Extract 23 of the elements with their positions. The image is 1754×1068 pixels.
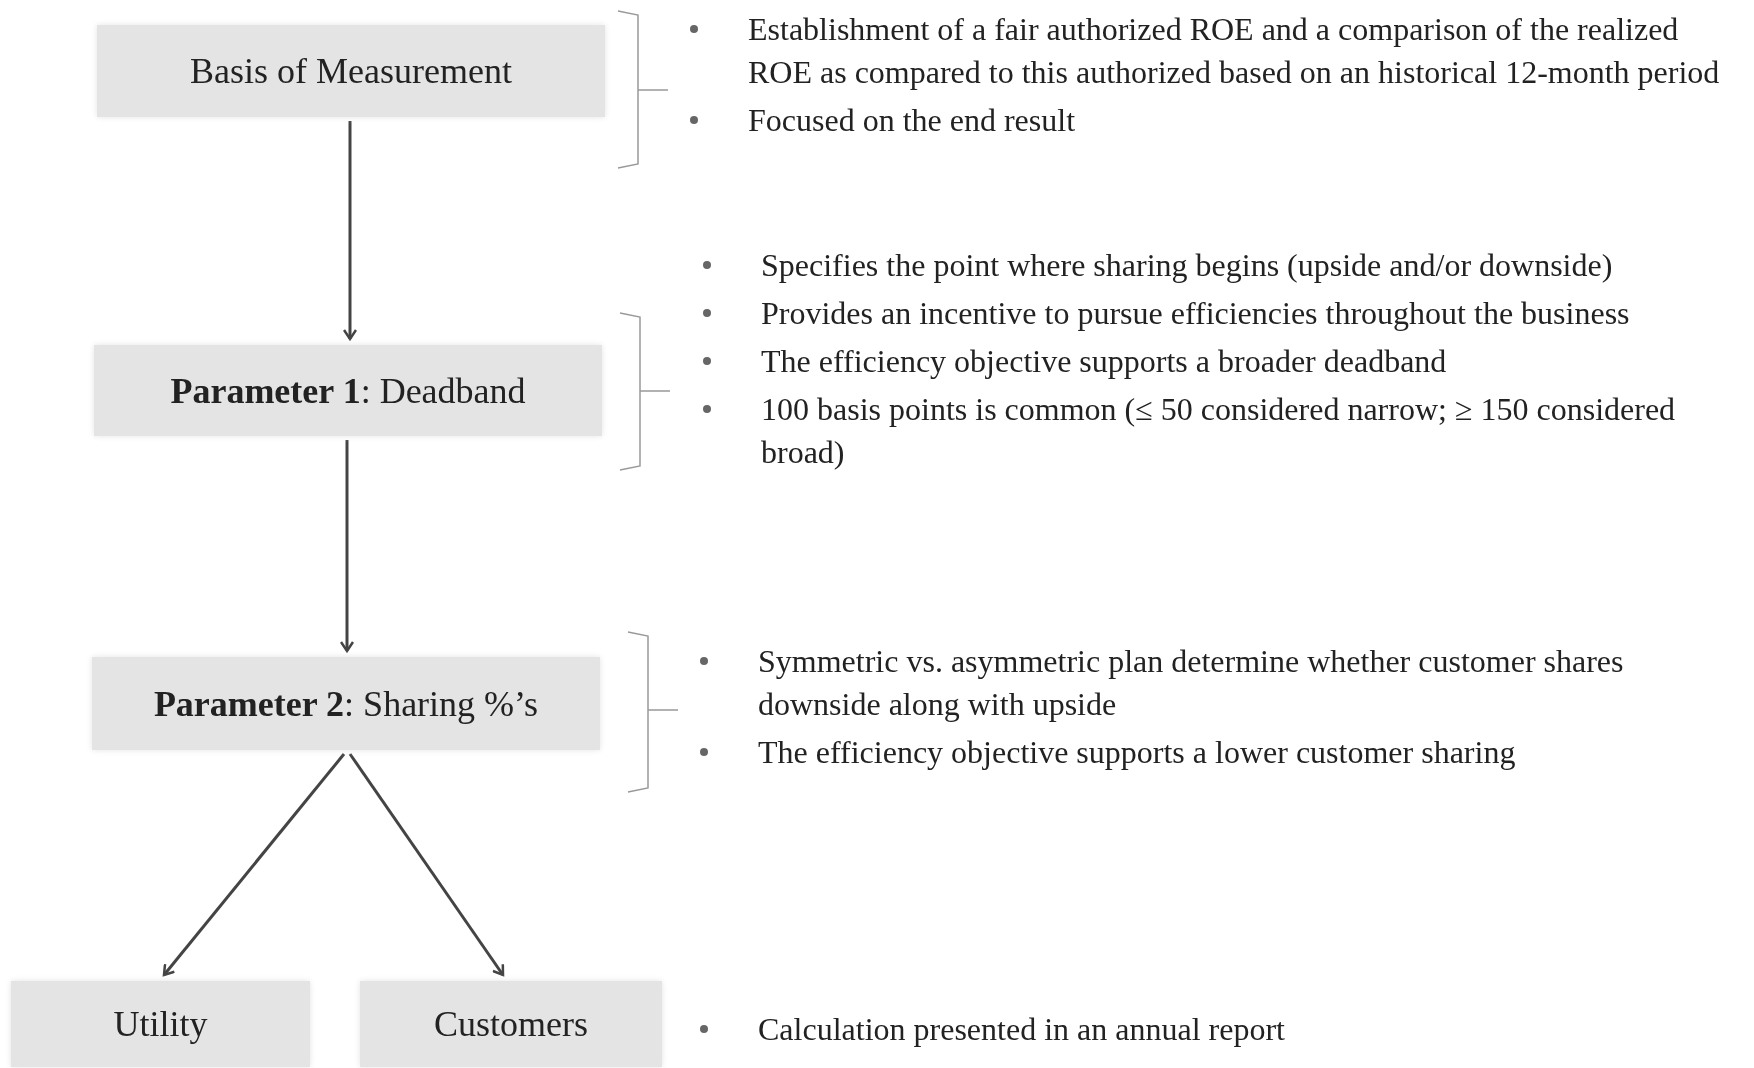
arrow — [348, 753, 505, 977]
arrow — [162, 753, 346, 977]
bullet-text: Symmetric vs. asymmetric plan determine whether customer shares downside along with upside — [758, 642, 1625, 724]
bullet-text: 100 basis points is common (≤ 50 considered narrow; ≥ 150 considered broad) — [761, 390, 1677, 472]
process-box — [94, 345, 602, 436]
box-label: Customers — [434, 1003, 588, 1046]
bullet-text: Provides an incentive to pursue efficiencies throughout the business — [761, 294, 1630, 333]
bullet-text: The efficiency objective supports a lower customer sharing — [758, 733, 1516, 772]
process-box — [11, 981, 310, 1067]
arrow — [339, 440, 355, 653]
bullet-text: Establishment of a fair authorized ROE and a comparison of the realized ROE as compared to this authorized based on an historical 12-month period — [748, 10, 1720, 92]
box-label: Parameter 2: Sharing %’s — [153, 682, 539, 726]
bullet-text: Specifies the point where sharing begins (upside and/or downside) — [761, 246, 1613, 285]
process-box — [92, 657, 600, 750]
bullet-text: Focused on the end result — [748, 101, 1076, 140]
process-box — [360, 981, 662, 1067]
bullet-text: The efficiency objective supports a broader deadband — [761, 342, 1447, 381]
box-label: Utility — [113, 1003, 208, 1046]
box-label: Parameter 1: Deadband — [170, 369, 526, 413]
arrow — [342, 121, 358, 341]
process-box — [97, 25, 605, 117]
bullet-text: Calculation presented in an annual report — [758, 1010, 1285, 1049]
box-label: Basis of Measurement — [190, 50, 512, 93]
